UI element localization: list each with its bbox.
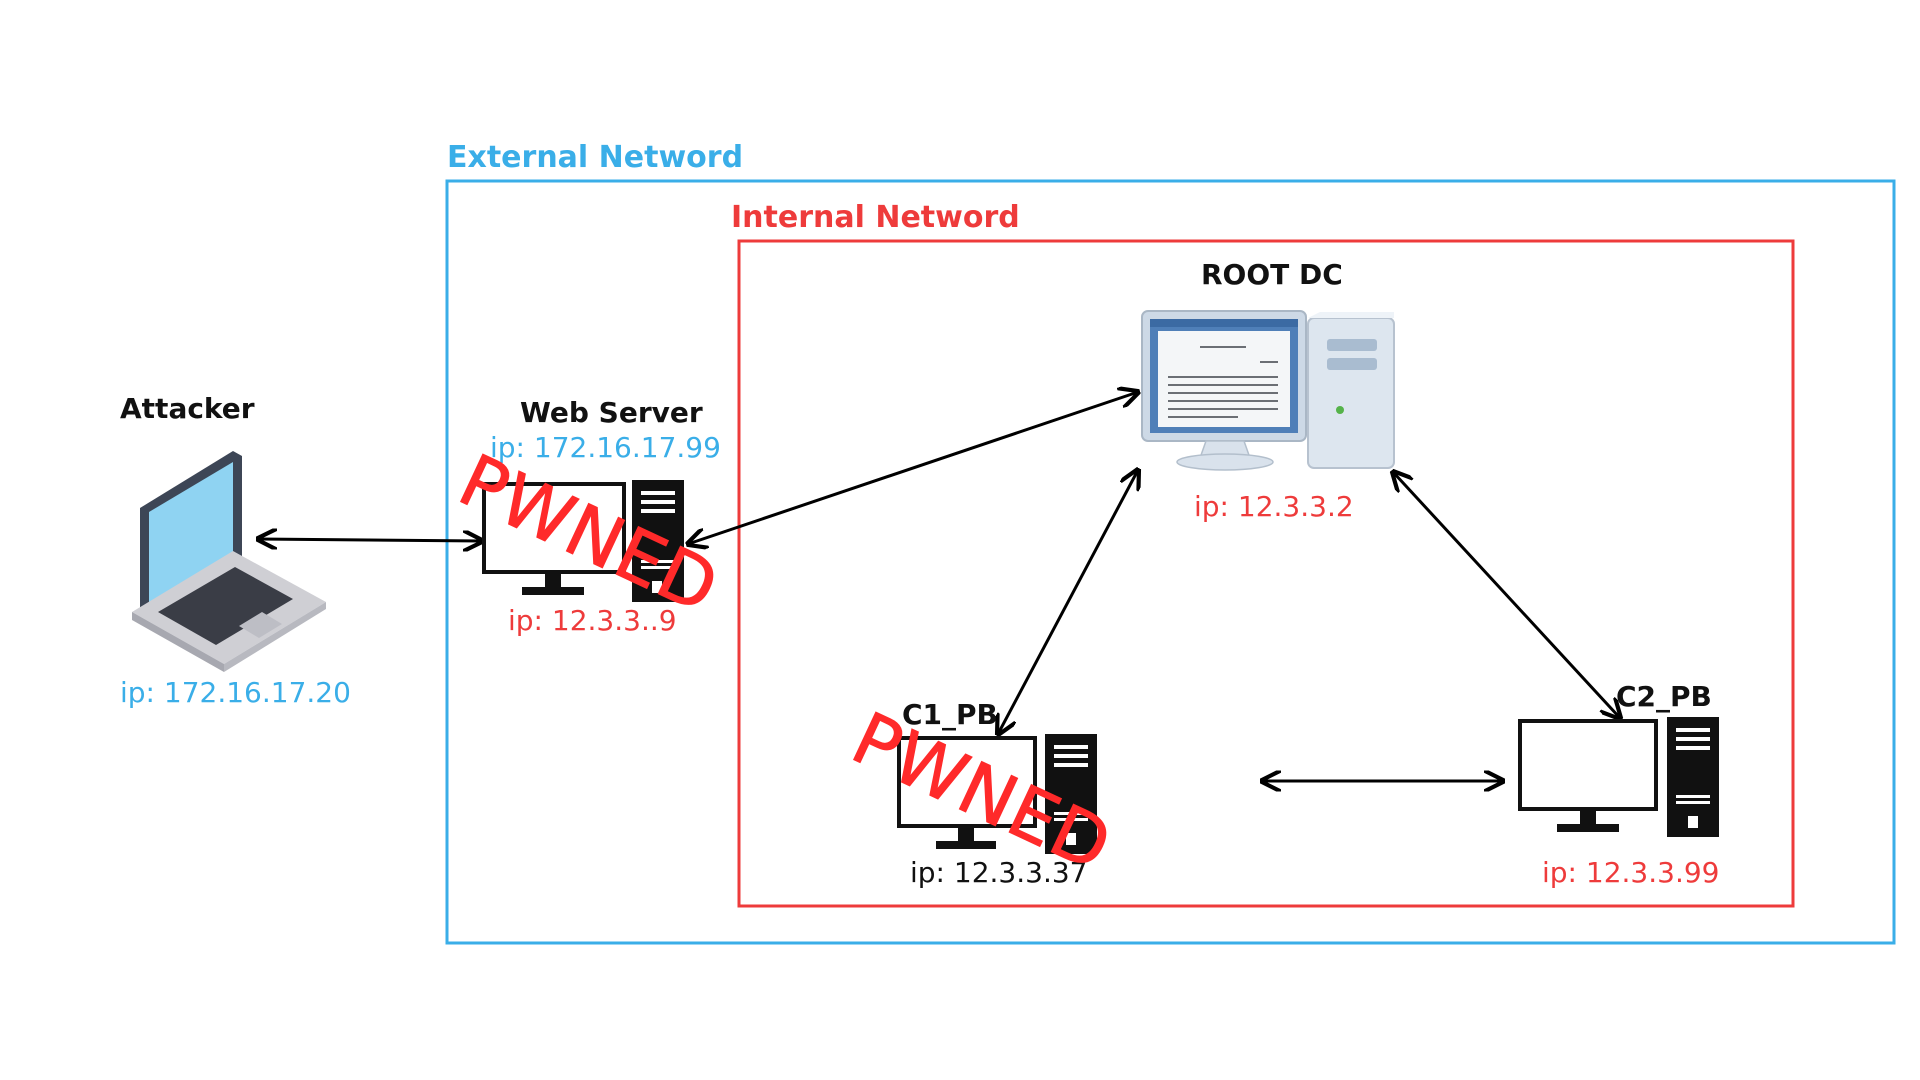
- link-rootdc-c1: [998, 470, 1138, 734]
- attacker-name: Attacker: [120, 392, 255, 425]
- server-computer-icon: [1141, 310, 1395, 471]
- internal-network-boundary: [737, 239, 1795, 908]
- internal-network-label: Internal Netword: [731, 200, 1020, 235]
- webserver-name: Web Server: [520, 396, 703, 429]
- link-attacker-webserver: [258, 539, 482, 541]
- laptop-icon: [132, 451, 326, 672]
- desktop-computer-icon: [1518, 717, 1719, 837]
- webserver-ip-external: ip: 172.16.17.99: [490, 431, 721, 464]
- attacker-ip: ip: 172.16.17.20: [120, 676, 351, 709]
- desktop-computer-icon: [482, 480, 684, 602]
- c1pb-ip: ip: 12.3.3.37: [910, 856, 1088, 889]
- c2pb-name: C2_PB: [1616, 680, 1712, 713]
- rootdc-name: ROOT DC: [1201, 258, 1343, 291]
- external-network-boundary: [445, 179, 1896, 945]
- c2pb-ip: ip: 12.3.3.99: [1542, 856, 1720, 889]
- desktop-computer-icon: [897, 734, 1097, 854]
- link-webserver-rootdc: [688, 392, 1138, 544]
- rootdc-ip: ip: 12.3.3.2: [1194, 490, 1354, 523]
- link-rootdc-c2: [1393, 472, 1620, 718]
- c1pb-name: C1_PB: [902, 698, 998, 731]
- webserver-ip-internal: ip: 12.3.3..9: [508, 604, 677, 637]
- external-network-label: External Netword: [447, 140, 744, 175]
